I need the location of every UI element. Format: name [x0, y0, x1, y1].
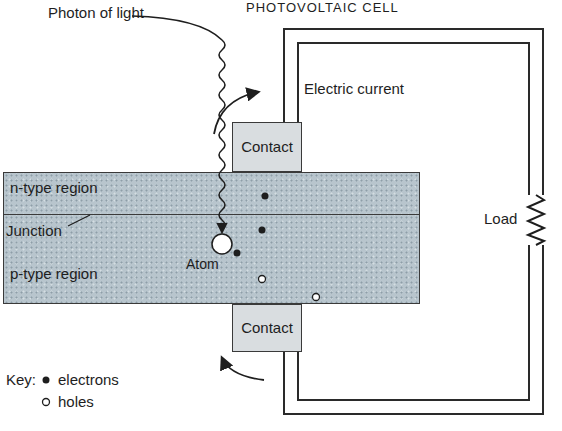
electron-sample — [43, 377, 50, 384]
node-label: p-type region — [10, 265, 98, 283]
legend-text: holes — [58, 393, 94, 411]
part-label: Photon of light — [48, 4, 144, 22]
node-label: Contact — [241, 138, 293, 156]
current-arrow — [222, 358, 264, 380]
n-type-band: n-type region — [3, 172, 420, 215]
hole-sample — [43, 399, 50, 406]
legend-text: electrons — [58, 371, 119, 389]
node-label: Contact — [241, 319, 293, 337]
contact-plate: Contact — [232, 304, 302, 352]
part-label: Atom — [186, 255, 219, 273]
diagram-title: PHOTOVOLTAIC CELL — [246, 1, 399, 15]
contact-plate: Contact — [232, 122, 302, 172]
resistor-symbol — [528, 195, 544, 245]
legend-heading: Key: — [6, 371, 36, 389]
part-label: Junction — [6, 222, 62, 240]
part-label: Load — [484, 210, 517, 228]
node-label: n-type region — [10, 179, 98, 197]
part-label: Electric current — [304, 80, 404, 98]
